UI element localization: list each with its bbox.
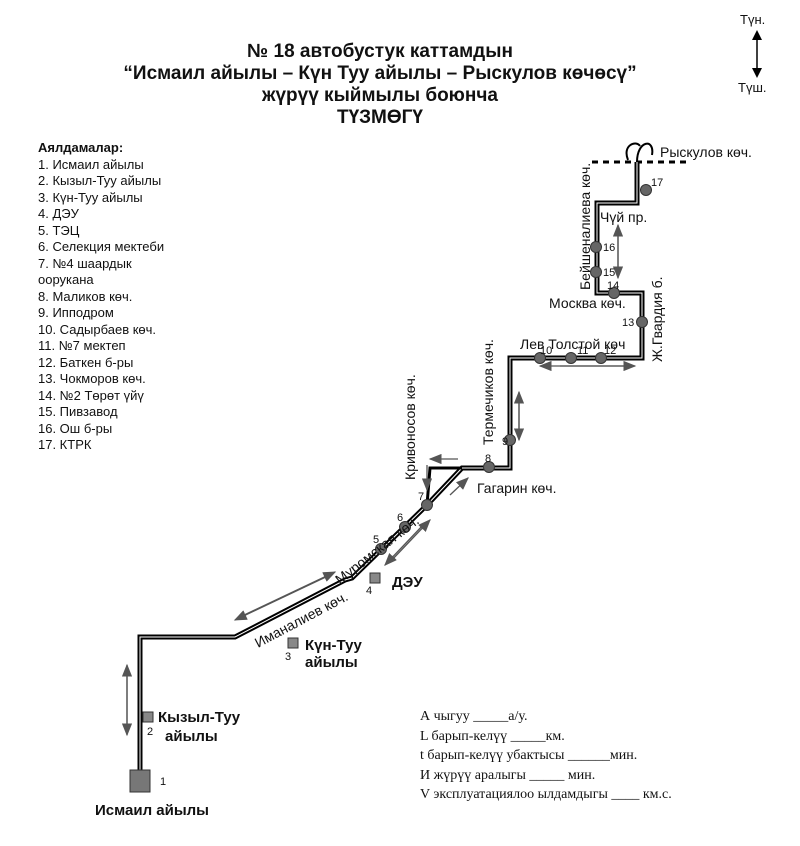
legend-heading: Аялдамалар:	[38, 140, 124, 155]
stop-number-2: 2	[147, 726, 153, 738]
stop-square-kun-tuu	[287, 637, 299, 649]
legend-item: 14. №2 Төрөт үйү	[38, 387, 144, 403]
form-line: t барып-келүү убактысы ______мин.	[420, 748, 638, 763]
krivonosov-loop	[425, 466, 462, 506]
compass-south: Түш.	[738, 80, 767, 95]
legend-item: 7. №4 шаардык	[38, 255, 132, 271]
street-ryskulov: Рыскулов көч.	[660, 144, 752, 160]
direction-arrows	[121, 223, 637, 737]
route-line	[137, 162, 645, 770]
form-line: И жүрүү аралыгы _____ мин.	[420, 767, 596, 783]
street-moskva: Москва көч.	[549, 295, 626, 311]
title-line-1: № 18 автобустук каттамдын	[247, 41, 513, 62]
route-parameters-form: А чыгуу _____а/у. L барып-келүү _____км.t…	[420, 707, 672, 805]
legend-item: 5. ТЭЦ	[38, 222, 80, 238]
stop-marker-9	[504, 434, 516, 446]
legend-item: 1. Исмаил айылы	[38, 156, 144, 172]
compass-arrow-icon	[752, 30, 762, 78]
compass-north: Түн.	[740, 12, 766, 27]
form-line: L барып-келүү _____км.	[420, 728, 565, 744]
legend-item: 4. ДЭУ	[38, 206, 79, 221]
form-line: А чыгуу _____а/у.	[420, 709, 528, 724]
stop-marker-11	[565, 352, 577, 364]
place-deu: ДЭУ	[392, 574, 423, 591]
stop-marker-12	[595, 352, 607, 364]
stop-number-5: 5	[373, 534, 379, 546]
stop-marker-8	[483, 461, 495, 473]
stop-number-11: 11	[577, 345, 588, 357]
legend-item: 12. Баткен б-ры	[38, 354, 134, 370]
street-zh-gvardia: Ж.Гвардия б.	[649, 276, 665, 362]
stop-marker-5	[375, 543, 387, 555]
title-line-2: “Исмаил айылы – Күн Туу айылы – Рыскулов…	[123, 63, 637, 84]
legend-item: 2. Кызыл-Туу айылы	[38, 173, 162, 188]
street-krivonosov: Кривоносов көч.	[402, 374, 418, 480]
street-beishenalieva: Бейшеналиева көч.	[577, 163, 593, 290]
route-line-inner	[139, 162, 643, 770]
stop-number-3: 3	[285, 651, 291, 663]
place-ismail: Исмаил айылы	[95, 802, 209, 819]
title-line-3: жүрүү кыймылы боюнча	[262, 85, 498, 106]
stop-number-6: 6	[397, 512, 403, 524]
stop-marker-14	[608, 287, 620, 299]
stop-marker-15	[590, 266, 602, 278]
stop-marker-17	[640, 184, 652, 196]
street-gagarin: Гагарин көч.	[477, 480, 557, 496]
stop-number-4: 4	[366, 585, 372, 597]
stop-number-13: 13	[622, 317, 634, 329]
legend-item: 9. Ипподром	[38, 305, 114, 320]
stop-number-17: 17	[651, 177, 663, 189]
stop-marker-16	[590, 241, 602, 253]
stop-marker-10	[534, 352, 546, 364]
legend-item: 17. КТРК	[38, 437, 92, 452]
stop-number-8: 8	[485, 453, 491, 465]
legend-item: 6. Селекция мектеби	[38, 239, 165, 254]
place-kun-tuu-2: айылы	[305, 654, 358, 671]
stop-square-kyzyl-tuu	[142, 711, 154, 723]
street-chui: Чүй пр.	[600, 209, 647, 225]
street-lev-tolstoi: Лев Толстой көч	[520, 336, 625, 352]
stop-square-ismail	[129, 769, 151, 793]
stop-marker-7	[421, 499, 433, 511]
title-line-4: ТҮЗМӨГҮ	[336, 107, 424, 128]
stop-number-9: 9	[502, 436, 508, 448]
stop-number-7: 7	[418, 491, 424, 503]
legend-item: 8. Маликов көч.	[38, 288, 133, 304]
stop-number-12: 12	[604, 345, 616, 357]
legend-item: 15. Пивзавод	[38, 404, 118, 419]
stop-square-deu	[369, 572, 381, 584]
place-kyzyl-tuu-1: Кызыл-Туу	[158, 709, 241, 726]
legend-item: 13. Чокморов көч.	[38, 371, 146, 386]
legend-item: оорукана	[38, 272, 94, 287]
legend-item: 3. Күн-Туу айылы	[38, 189, 143, 205]
street-termechikov: Термечиков көч.	[480, 339, 496, 445]
place-kun-tuu-1: Күн-Туу	[305, 637, 362, 654]
legend-item: 11. №7 мектеп	[38, 338, 126, 353]
stop-number-1: 1	[160, 776, 166, 788]
turnaround-arrow-icon	[625, 142, 654, 163]
form-line: V эксплуатациялоо ылдамдыгы ____ км.с.	[420, 787, 672, 802]
stop-number-16: 16	[603, 242, 615, 254]
legend-item: 16. Ош б-ры	[38, 420, 113, 436]
legend-item: 10. Садырбаев көч.	[38, 321, 157, 337]
stop-number-15: 15	[603, 267, 615, 279]
stop-marker-13	[636, 316, 648, 328]
stop-number-14: 14	[607, 280, 619, 292]
stop-marker-6	[399, 521, 411, 533]
stop-number-10: 10	[540, 345, 552, 357]
place-kyzyl-tuu-2: айылы	[165, 728, 218, 745]
